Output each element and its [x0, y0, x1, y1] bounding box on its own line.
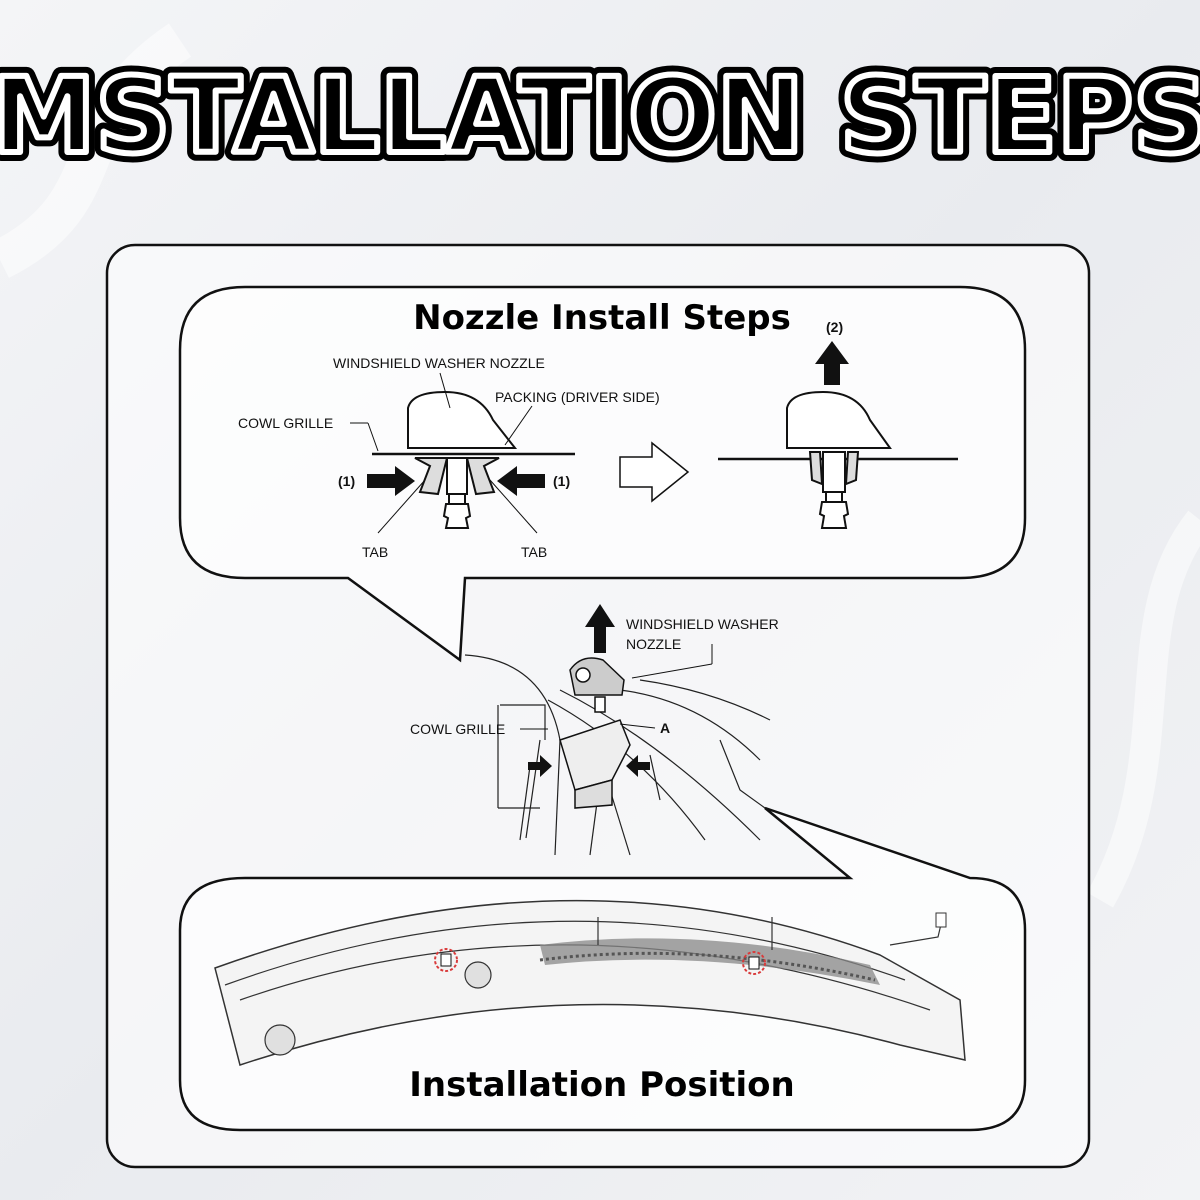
heading-step-label: (2) [826, 319, 843, 335]
page-title-outline: MSTALLATION STEPS [0, 55, 1200, 177]
nozzle-left [372, 390, 575, 529]
middle-lift-arrow-up-icon [585, 604, 615, 653]
nozzle-position-marker-right [742, 951, 766, 975]
cowl-panel-drawing [214, 899, 966, 1066]
packing-label: PACKING (DRIVER SIDE) [495, 389, 660, 405]
middle-nozzle-label-line1: WINDSHIELD WASHER [626, 616, 779, 632]
middle-nozzle-label-line2: NOZZLE [626, 636, 681, 652]
page-title-fill: MSTALLATION STEPS [0, 55, 1200, 177]
nozzle-steps-heading: Nozzle Install Steps [413, 298, 791, 338]
cowl-grille-label-top: COWL GRILLE [238, 415, 333, 431]
nozzle-label: WINDSHIELD WASHER NOZZLE [333, 355, 545, 371]
point-a-label: A [660, 720, 670, 736]
middle-cowl-label: COWL GRILLE [410, 721, 505, 737]
page-title: MSTALLATION STEPS MSTALLATION STEPS [0, 52, 1200, 182]
next-step-arrow-icon [619, 441, 690, 503]
cowl-nozzle [559, 657, 631, 809]
tab-label-right: TAB [521, 544, 547, 560]
push-arrow-right-icon [367, 466, 415, 496]
nozzle-steps-bubble [178, 285, 1027, 663]
nozzle-position-marker-left [434, 948, 458, 972]
tab-label-left: TAB [362, 544, 388, 560]
middle-push-arrow-left-icon [626, 755, 650, 777]
step-one-label-right: (1) [553, 473, 570, 489]
push-arrow-left-icon [497, 466, 545, 496]
lift-arrow-up-icon [815, 341, 849, 385]
middle-push-arrow-right-icon [528, 755, 552, 777]
installation-position-heading: Installation Position [409, 1065, 795, 1105]
nozzle-right [718, 390, 958, 529]
step-one-label-left: (1) [338, 473, 355, 489]
